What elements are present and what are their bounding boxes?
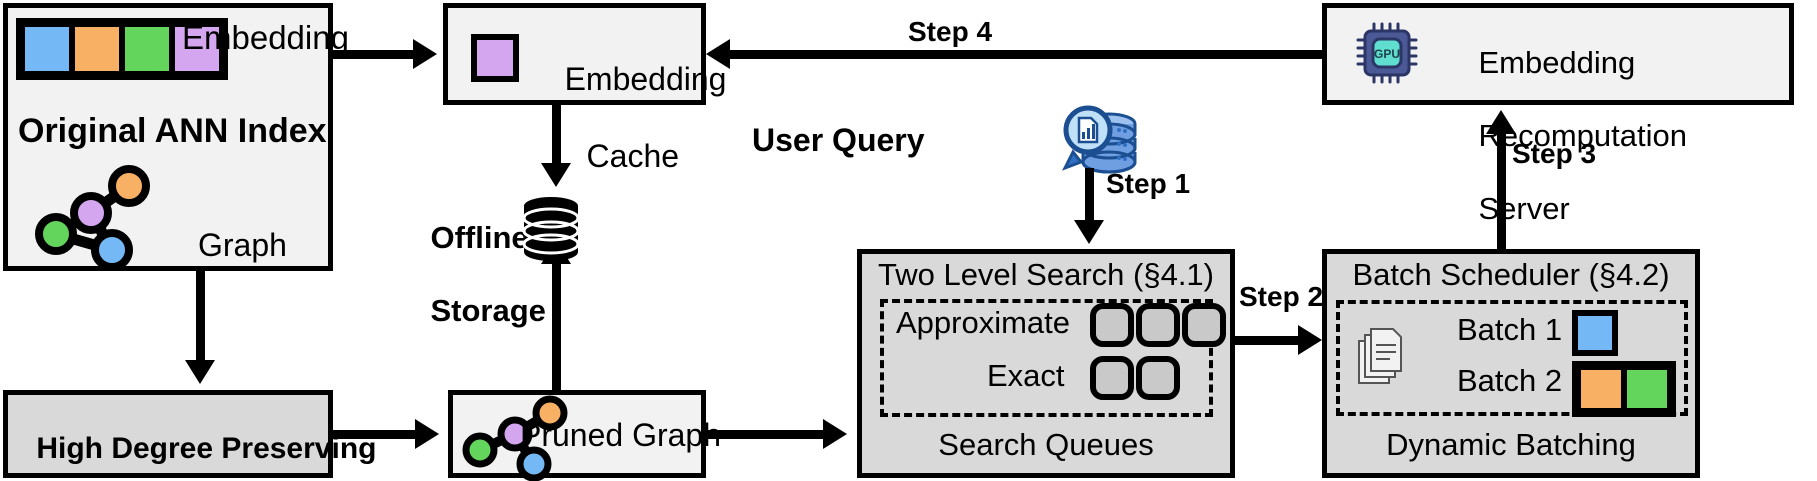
embedding-cache-line2: Cache: [586, 138, 680, 175]
original-ann-index-title: Original ANN Index: [18, 112, 327, 150]
connector-step2: [1235, 336, 1303, 345]
graph-pruning-title: High Degree Preserving Graph Pruning (§5…: [3, 398, 376, 481]
recomputation-server-title: Embedding Recomputation Server: [1444, 8, 1687, 264]
recomputation-server-line2: Recomputation: [1478, 117, 1687, 153]
connector-index-to-cache: [333, 50, 418, 59]
batch-2-swatch-strip: [1572, 361, 1676, 417]
offline-storage-line1: Offline: [430, 219, 529, 255]
batch-scheduler-title: Batch Scheduler (§4.2): [1352, 257, 1670, 292]
database-search-icon: [1061, 105, 1137, 174]
arrow-step2: [1298, 325, 1322, 355]
batch-1-label: Batch 1: [1457, 312, 1563, 347]
arrow-step4: [706, 39, 730, 69]
gpu-icon-text: GPU: [1374, 47, 1400, 61]
embedding-swatch-strip: [16, 18, 228, 80]
exact-row-label: Exact: [987, 358, 1065, 393]
connector-step1: [1085, 168, 1094, 224]
embedding-cell-blue: [22, 24, 72, 74]
step2-label: Step 2: [1239, 281, 1324, 312]
dynamic-batching-group: [1336, 300, 1688, 416]
connector-pruned-to-search: [706, 430, 826, 439]
batch-2-swatch-orange: [1578, 367, 1624, 411]
connector-pruned-to-storage: [552, 262, 561, 392]
arrow-index-to-cache: [413, 39, 437, 69]
embedding-cell-purple: [172, 24, 222, 74]
batch-1-swatch-blue: [1572, 310, 1618, 356]
connector-cache-to-storage: [552, 105, 561, 167]
connector-step4: [727, 50, 1325, 59]
connector-index-to-pruning: [196, 271, 205, 363]
approximate-queue-slot[interactable]: [1090, 303, 1134, 347]
gpu-chip-icon: GPU: [1356, 22, 1418, 84]
graph-pruning-line1: High Degree Preserving: [36, 431, 377, 465]
approximate-row-label: Approximate: [896, 305, 1071, 340]
approximate-queue-slot[interactable]: [1136, 303, 1180, 347]
original-graph-icon: [35, 165, 150, 271]
search-queues-group: [880, 299, 1213, 417]
connector-step3: [1497, 130, 1506, 250]
batch-2-label: Batch 2: [1457, 363, 1563, 398]
embedding-cell-green: [122, 24, 172, 74]
documents-stack-icon: [1358, 328, 1402, 384]
step1-label: Step 1: [1106, 168, 1191, 199]
pruned-graph-box: [448, 390, 706, 478]
dynamic-batching-footer: Dynamic Batching: [1386, 427, 1636, 462]
database-cylinder-icon: [522, 197, 580, 261]
embedding-cache-line1: Embedding: [564, 61, 727, 98]
batch-2-swatch-green: [1624, 367, 1670, 411]
step4-label: Step 4: [900, 16, 1001, 48]
arrow-pruned-to-search: [823, 419, 847, 449]
purple-square-icon: [471, 34, 519, 82]
exact-queue-slot[interactable]: [1090, 356, 1134, 400]
user-query-label: User Query: [752, 122, 925, 158]
search-queues-footer: Search Queues: [938, 427, 1154, 462]
embedding-cache-title: Embedding Cache: [529, 22, 727, 214]
arrow-step3: [1486, 110, 1516, 134]
embedding-cell-orange: [72, 24, 122, 74]
approximate-queue-slot[interactable]: [1182, 303, 1226, 347]
pruned-graph-icon: [462, 395, 568, 481]
arrow-index-to-pruning: [185, 360, 215, 384]
graph-label: Graph: [198, 227, 287, 263]
embedding-cache-box: [443, 3, 706, 105]
arrow-cache-to-storage: [541, 163, 571, 187]
recomputation-server-line3: Server: [1478, 190, 1570, 226]
connector-pruning-to-pruned: [333, 430, 418, 439]
pruned-graph-label: Pruned Graph: [520, 417, 722, 453]
two-level-search-title: Two Level Search (§4.1): [877, 257, 1214, 292]
arrow-step1: [1074, 220, 1104, 244]
offline-storage-label: Offline Storage: [396, 183, 545, 366]
step3-label: Step 3: [1512, 138, 1597, 169]
exact-queue-slot[interactable]: [1136, 356, 1180, 400]
recomputation-server-line1: Embedding: [1478, 44, 1636, 80]
offline-storage-line2: Storage: [430, 292, 546, 328]
arrow-pruning-to-pruned: [415, 419, 439, 449]
embedding-label: Embedding: [182, 19, 349, 56]
graph-pruning-box: [3, 390, 333, 478]
